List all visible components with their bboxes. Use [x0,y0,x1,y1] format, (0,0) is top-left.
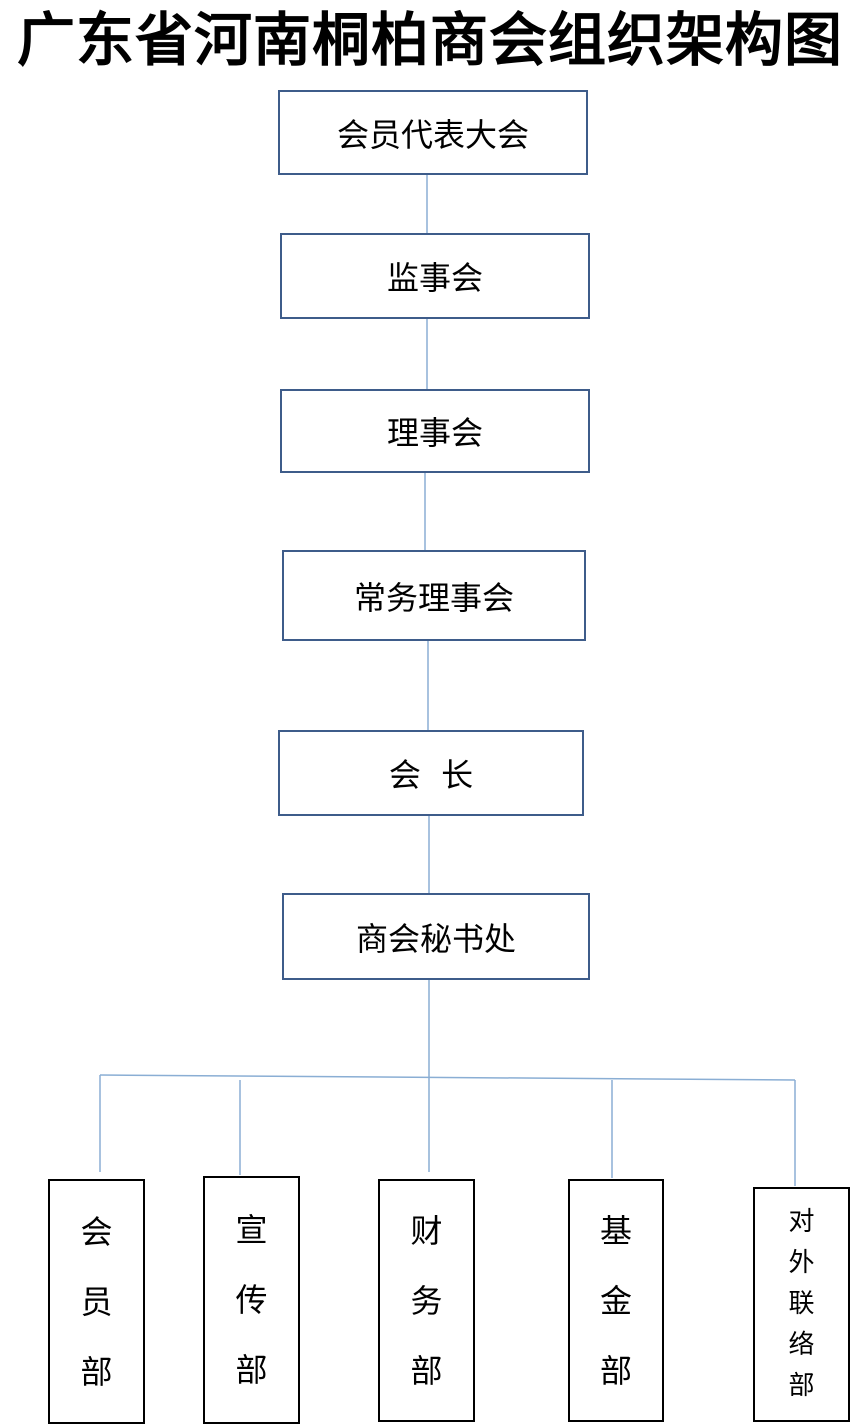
department-box-membership: 会员部 [48,1179,145,1424]
department-box-publicity: 宣传部 [203,1176,300,1424]
department-box-fund: 基金部 [568,1179,664,1422]
level-box-standing-board: 常务理事会 [282,550,586,641]
level-label: 商会秘书处 [355,919,516,958]
department-box-external-liaison: 对外联络部 [753,1187,850,1422]
level-label: 会员代表大会 [336,115,529,154]
level-box-secretariat: 商会秘书处 [282,893,590,980]
level-label: 监事会 [386,259,483,297]
level-box-board-of-directors: 理事会 [280,389,590,473]
level-label: 会 长 [388,756,474,794]
level-label: 理事会 [386,414,483,452]
connector-bus [99,1074,796,1081]
level-box-member-congress: 会员代表大会 [278,90,588,175]
department-label: 对外联络部 [788,1207,815,1401]
page-title: 广东省河南桐柏商会组织架构图 [16,6,843,74]
department-label: 基金部 [599,1211,632,1390]
department-label: 财务部 [410,1211,443,1390]
department-label: 宣传部 [235,1211,268,1389]
level-box-president: 会 长 [278,730,584,816]
level-box-supervisory-board: 监事会 [280,233,590,319]
level-label: 常务理事会 [353,578,514,617]
department-box-finance: 财务部 [378,1179,475,1422]
department-label: 会员部 [80,1212,113,1391]
